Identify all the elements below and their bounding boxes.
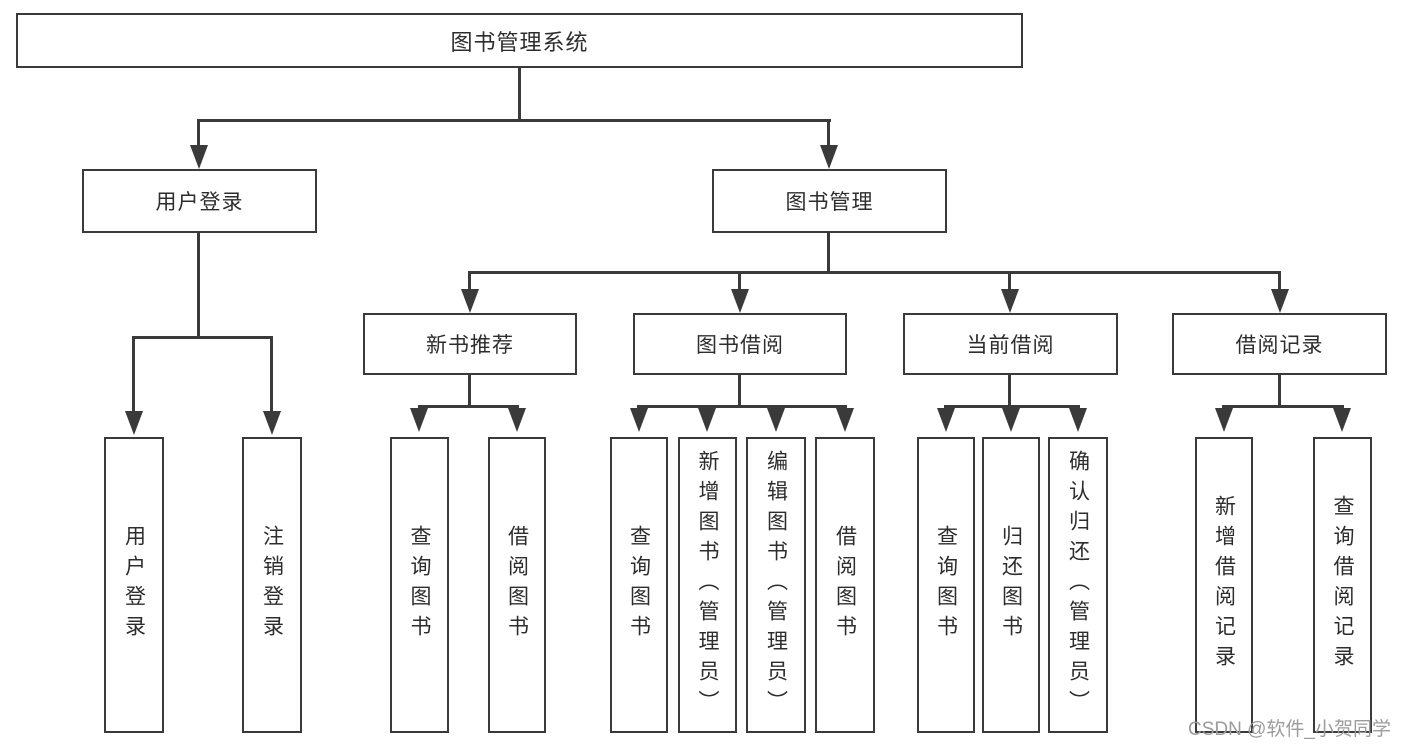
leaf-user-login: 用户登录 xyxy=(104,437,164,733)
arrowhead-borrowing-records xyxy=(1271,289,1289,313)
connector-drop-book-borrowing xyxy=(738,271,741,291)
arrowhead-leaf-borrow-recommend xyxy=(508,408,526,432)
leaf-borrow-books-borrowing: 借阅图书 xyxy=(815,437,875,733)
connector-drop-leaf-user-login xyxy=(132,336,135,411)
connector-borrowing-records-leaves-bar xyxy=(1222,405,1344,408)
leaf-query-books-borrowing: 查询图书 xyxy=(610,437,668,733)
arrowhead-leaf-user-login xyxy=(125,411,143,435)
connector-drop-leaf-logout xyxy=(270,336,273,411)
connector-drop-borrowing-records xyxy=(1278,271,1281,291)
leaf-borrow-books-recommend: 借阅图书 xyxy=(488,437,546,733)
connector-drop-user-login xyxy=(197,119,200,146)
arrowhead-leaf-borrow-borrowing xyxy=(836,408,854,432)
arrowhead-leaf-query-current xyxy=(937,408,955,432)
connector-drop-current-borrowing xyxy=(1008,271,1011,291)
connector-book-management-stem xyxy=(827,233,830,273)
node-new-book-recommend: 新书推荐 xyxy=(363,313,577,375)
connector-root-stem xyxy=(518,68,521,121)
node-book-borrowing: 图书借阅 xyxy=(633,313,847,375)
arrowhead-leaf-query-recommend xyxy=(410,408,428,432)
arrowhead-new-book xyxy=(461,289,479,313)
connector-level3-bar xyxy=(468,271,1281,274)
arrowhead-leaf-return-books xyxy=(1002,408,1020,432)
leaf-query-books-current: 查询图书 xyxy=(917,437,975,733)
connector-user-login-stem xyxy=(197,233,200,338)
connector-borrowing-records-stem xyxy=(1278,375,1281,408)
connector-drop-book-management xyxy=(827,119,830,146)
connector-new-book-leaves-bar xyxy=(418,405,519,408)
csdn-watermark: CSDN @软件_小贺同学 xyxy=(1188,719,1391,740)
leaf-return-books: 归还图书 xyxy=(982,437,1040,733)
leaf-edit-books-admin: 编辑图书（管理员） xyxy=(746,437,806,733)
node-current-borrowing: 当前借阅 xyxy=(903,313,1118,375)
arrowhead-user-login xyxy=(190,145,208,169)
arrowhead-leaf-confirm-return xyxy=(1069,408,1087,432)
arrowhead-leaf-add-record xyxy=(1215,408,1233,432)
connector-current-borrowing-leaves-bar xyxy=(944,405,1080,408)
leaf-logout-login: 注销登录 xyxy=(242,437,302,733)
connector-user-leaves-bar xyxy=(132,336,273,339)
leaf-add-borrow-record: 新增借阅记录 xyxy=(1195,437,1253,733)
connector-level2-bar xyxy=(197,119,831,122)
node-borrowing-records: 借阅记录 xyxy=(1172,313,1387,375)
connector-current-borrowing-stem xyxy=(1008,375,1011,408)
leaf-add-books-admin: 新增图书（管理员） xyxy=(678,437,737,733)
arrowhead-leaf-logout xyxy=(263,411,281,435)
connector-book-borrowing-leaves-bar xyxy=(637,405,847,408)
arrowhead-leaf-query-borrowing xyxy=(630,408,648,432)
leaf-confirm-return-admin: 确认归还（管理员） xyxy=(1048,437,1108,733)
arrowhead-current-borrowing xyxy=(1001,289,1019,313)
connector-drop-new-book xyxy=(468,271,471,291)
node-user-login: 用户登录 xyxy=(82,169,317,233)
arrowhead-leaf-query-record xyxy=(1333,408,1351,432)
arrowhead-leaf-add-books xyxy=(698,408,716,432)
connector-book-borrowing-stem xyxy=(738,375,741,408)
leaf-query-borrow-record: 查询借阅记录 xyxy=(1313,437,1372,733)
arrowhead-book-management xyxy=(820,145,838,169)
node-book-management: 图书管理 xyxy=(712,169,947,233)
arrowhead-leaf-edit-books xyxy=(767,408,785,432)
connector-new-book-stem xyxy=(468,375,471,408)
arrowhead-book-borrowing xyxy=(731,289,749,313)
leaf-query-books-recommend: 查询图书 xyxy=(390,437,449,733)
node-library-management-system: 图书管理系统 xyxy=(16,13,1023,68)
